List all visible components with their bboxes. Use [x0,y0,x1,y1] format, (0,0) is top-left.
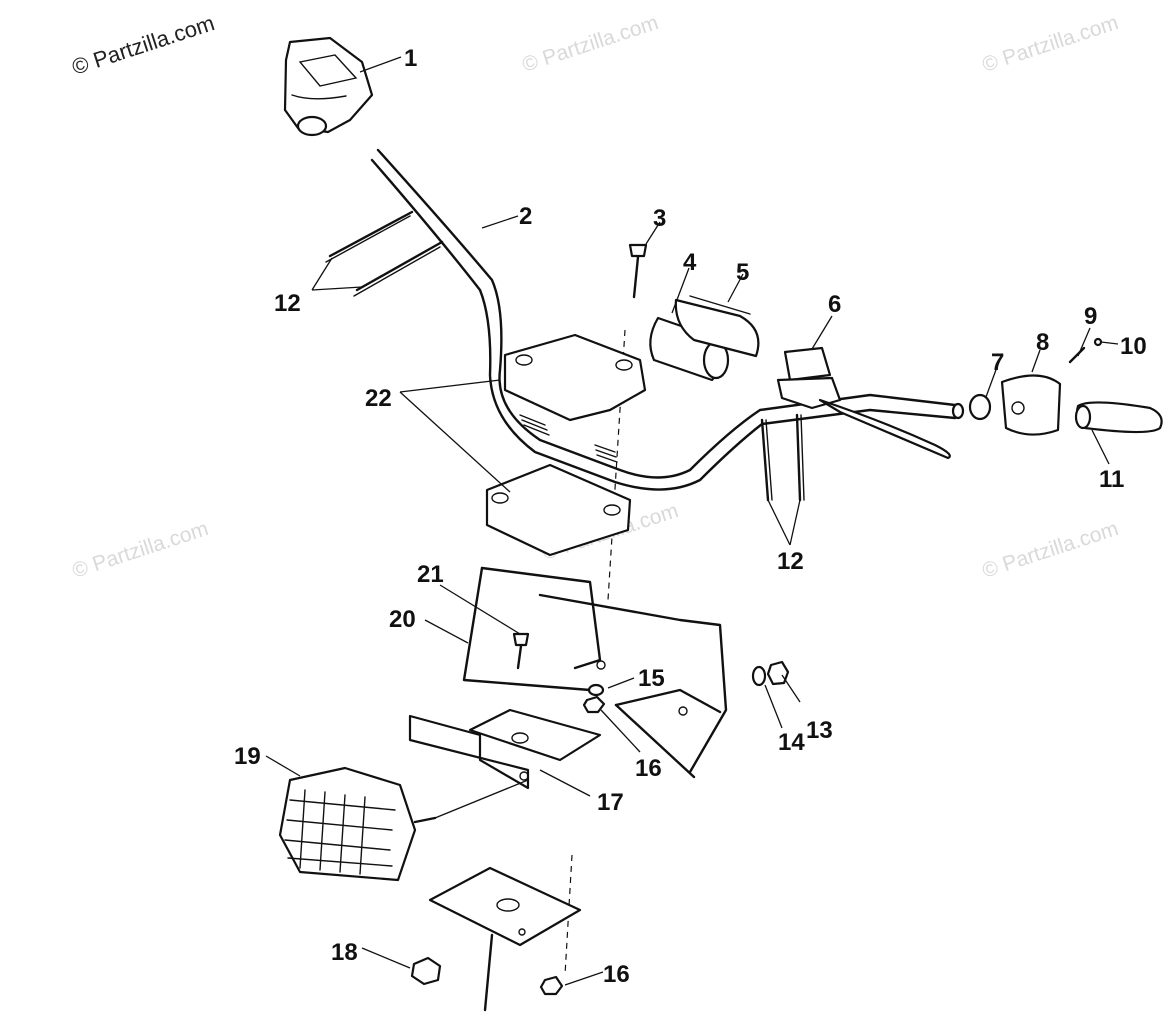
watermark-faint: © Partzilla.com [979,11,1121,77]
bolt-part [512,632,530,670]
watermark-faint: © Partzilla.com [979,517,1121,583]
watermark-faint: © Partzilla.com [519,11,661,77]
fastener-part [539,660,790,996]
callout-label: 22 [365,385,392,412]
switch-housing-part [649,295,760,382]
bolt-part [628,243,648,299]
callout-label: 5 [736,259,749,286]
headlight-bracket-part [462,566,728,779]
callout-label: 10 [1120,333,1147,360]
watermark-faint: © Partzilla.com [69,517,211,583]
clip-part [410,956,442,986]
wire-tie-part [760,413,805,502]
callout-label: 21 [417,561,444,588]
callout-label: 6 [828,291,841,318]
callout-label: 9 [1084,303,1097,330]
callout-label: 4 [683,249,697,276]
base-plate-part [428,866,582,1012]
throttle-assembly-part [968,337,1163,436]
brake-lever-part [776,346,951,460]
wire-tie-part [325,210,444,297]
callout-label: 12 [274,290,301,317]
callout-label: 8 [1036,329,1049,356]
callout-label: 15 [638,665,665,692]
callout-label: 7 [991,349,1004,376]
handlebar-part [370,148,965,491]
callout-label: 12 [777,548,804,575]
callout-label: 17 [597,789,624,816]
callout-label: 2 [519,203,532,230]
handlebar-clamp-part [485,333,647,557]
watermark-main: © Partzilla.com [69,10,218,80]
callout-label: 11 [1099,466,1124,493]
mounting-plate-part [408,708,602,790]
callout-label: 18 [331,939,358,966]
callout-label: 20 [389,606,416,633]
callout-label: 14 [778,729,805,756]
callout-label: 13 [806,717,833,744]
callout-label: 16 [635,755,662,782]
leader-lines [265,56,1119,986]
callout-label: 16 [603,961,630,988]
callout-label: 1 [404,45,417,72]
callout-label: 3 [653,205,666,232]
callout-label: 19 [234,743,261,770]
headlight-part [278,766,437,882]
callout-labels: 1 2 3 4 5 6 7 8 9 10 11 12 12 13 14 15 1… [234,45,1147,988]
control-housing-part [283,36,374,137]
